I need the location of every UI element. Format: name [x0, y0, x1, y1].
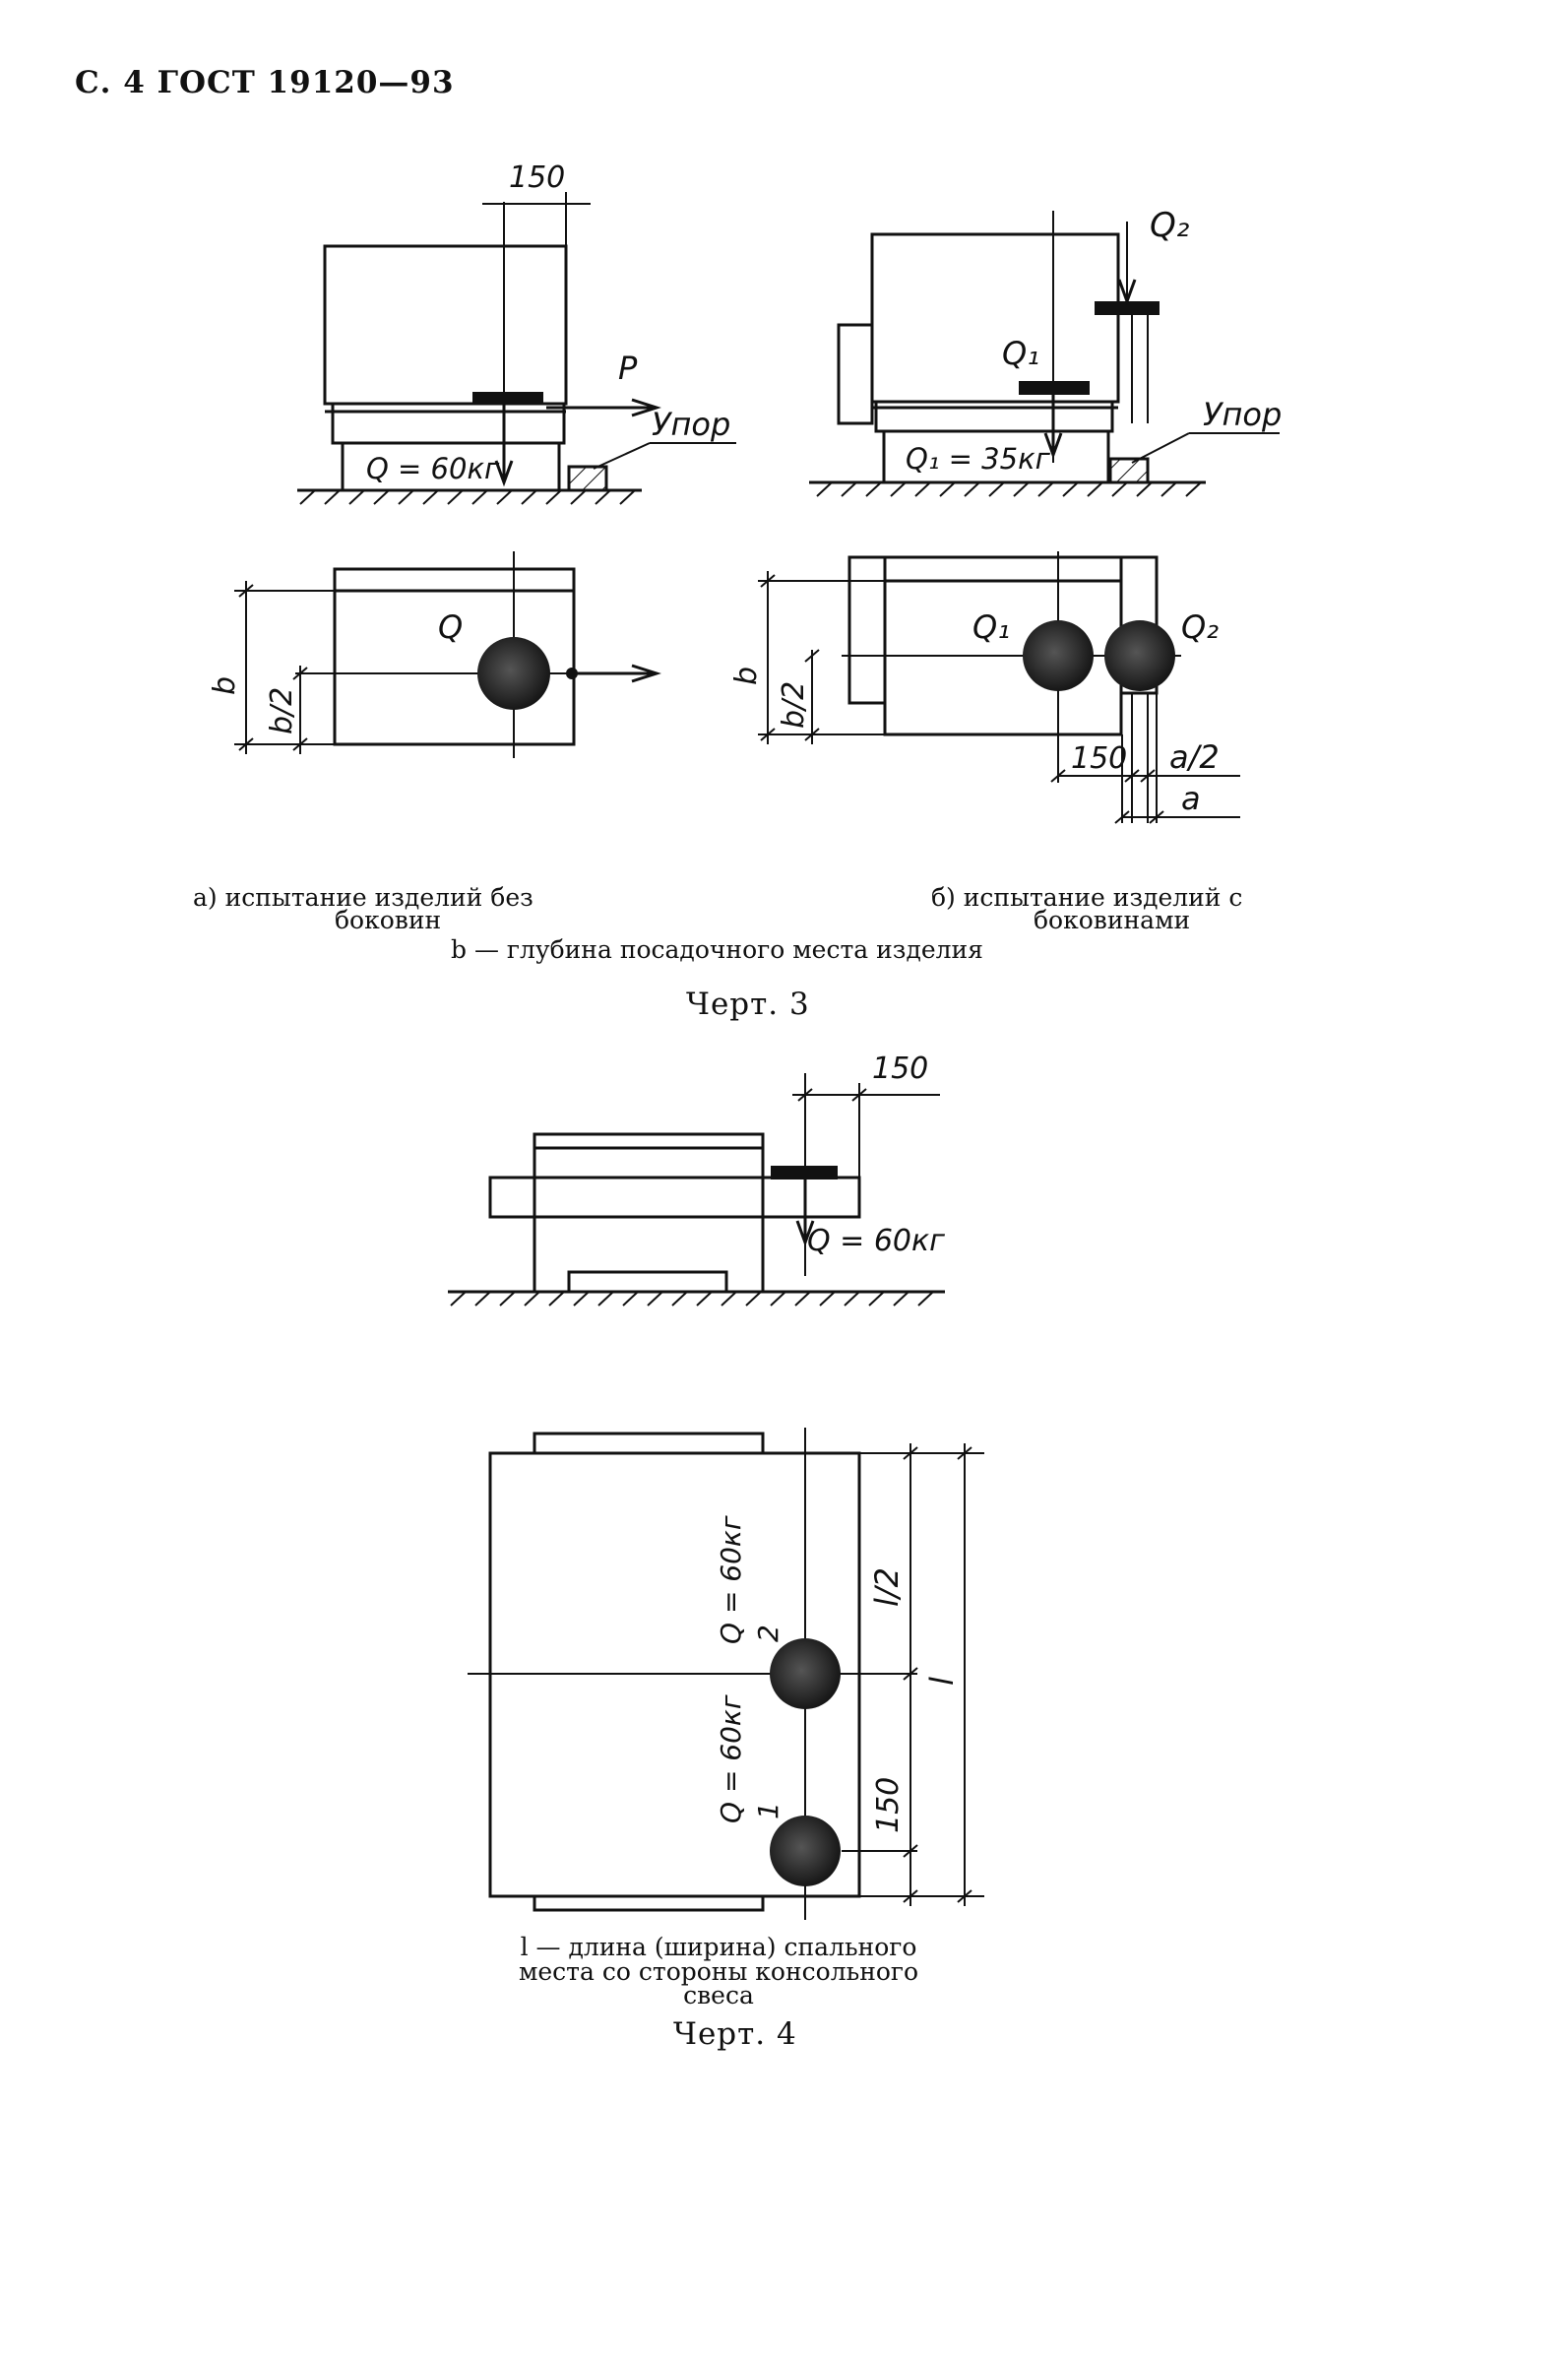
fig3b-caption-line2: боковинами: [1034, 906, 1191, 934]
fig3b-q2-label: Q₂: [1150, 206, 1190, 245]
fig3-legend: b — глубина посадочного места изделия: [451, 935, 983, 964]
fig3a-b-half-dim: b/2: [265, 687, 299, 734]
fig3a-load-label: Q = 60кг: [366, 452, 500, 485]
fig3b-a-half-dim: a/2: [1169, 738, 1220, 776]
page-header: С. 4 ГОСТ 19120—93: [75, 65, 455, 100]
fig4-load-1-label: Q = 60кг: [715, 1694, 747, 1823]
fig4-l-dim: l: [923, 1677, 961, 1686]
fig3a-caption-line2: боковин: [335, 906, 442, 934]
fig4-legend-line2: места со стороны консольного: [518, 1957, 919, 1986]
fig4-mark-2: 2: [752, 1625, 784, 1642]
fig3a-plan-view: [234, 551, 661, 758]
fig3a-b-dim: b: [208, 676, 242, 695]
fig3a-dim-150: 150: [509, 160, 565, 195]
fig3a-stop-label: Упор: [652, 406, 730, 443]
fig3b-stop-label: Упор: [1203, 396, 1282, 433]
fig4-l-half-dim: l/2: [868, 1567, 906, 1607]
fig3b-q1-label: Q₁: [1002, 335, 1039, 372]
fig3b-a-dim: a: [1181, 780, 1201, 817]
fig3b-dim-150: 150: [1071, 741, 1127, 776]
fig3b-load-label: Q₁ = 35кг: [906, 442, 1051, 476]
fig4-legend-line1: l — длина (ширина) спального: [520, 1933, 917, 1961]
fig4-load-2-label: Q = 60кг: [715, 1515, 747, 1644]
fig4-plan-view: [468, 1428, 984, 1920]
fig4-dim-150: 150: [871, 1777, 906, 1833]
fig3a-q-label: Q: [438, 608, 463, 646]
fig3b-b-half-dim: b/2: [777, 681, 811, 729]
fig3a-force-p: P: [618, 350, 638, 387]
fig3-title: Черт. 3: [686, 987, 810, 1022]
fig3b-plan-view: [758, 551, 1240, 824]
fig3a-side-view: [297, 192, 736, 505]
fig4-dim-150-top: 150: [872, 1052, 928, 1086]
fig3b-q1-plan-label: Q₁: [972, 608, 1010, 646]
fig4-legend-line3: свеса: [683, 1981, 754, 2009]
fig3b-caption-line1: б) испытание изделий с: [931, 883, 1243, 912]
fig3a-caption-line1: а) испытание изделий без: [193, 883, 533, 912]
fig4-side-load-label: Q = 60кг: [807, 1224, 945, 1258]
fig4-title: Черт. 4: [673, 2016, 797, 2052]
fig3b-q2-plan-label: Q₂: [1181, 608, 1219, 646]
fig4-mark-1: 1: [752, 1802, 784, 1819]
fig3b-side-view: [809, 211, 1280, 497]
fig4-side-view: [448, 1073, 945, 1307]
fig3b-b-dim: b: [729, 667, 764, 685]
